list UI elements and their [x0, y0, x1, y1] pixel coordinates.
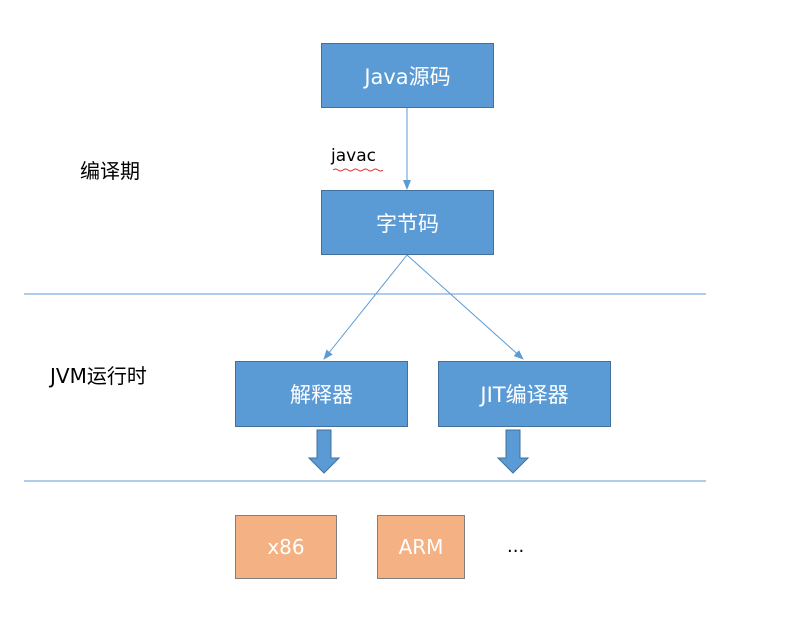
spellcheck-underline: [333, 168, 383, 172]
down-arrow-jit: [496, 429, 530, 474]
node-bytecode: 字节码: [321, 190, 494, 255]
down-arrow-interpreter: [307, 429, 341, 474]
node-java-source: Java源码: [321, 43, 494, 108]
node-x86: x86: [235, 515, 337, 579]
node-arm: ARM: [377, 515, 465, 579]
stage-label-compile-time: 编译期: [80, 159, 140, 183]
node-more-ellipsis: ...: [507, 536, 525, 557]
stage-label-jvm-runtime: JVM运行时: [50, 364, 147, 388]
edge-label-javac: javac: [331, 146, 376, 166]
node-interpreter: 解释器: [235, 361, 408, 427]
edge-bytecode-to-jit: [406, 254, 524, 360]
node-jit-compiler: JIT编译器: [438, 361, 611, 427]
edge-bytecode-to-interpreter: [323, 254, 408, 360]
